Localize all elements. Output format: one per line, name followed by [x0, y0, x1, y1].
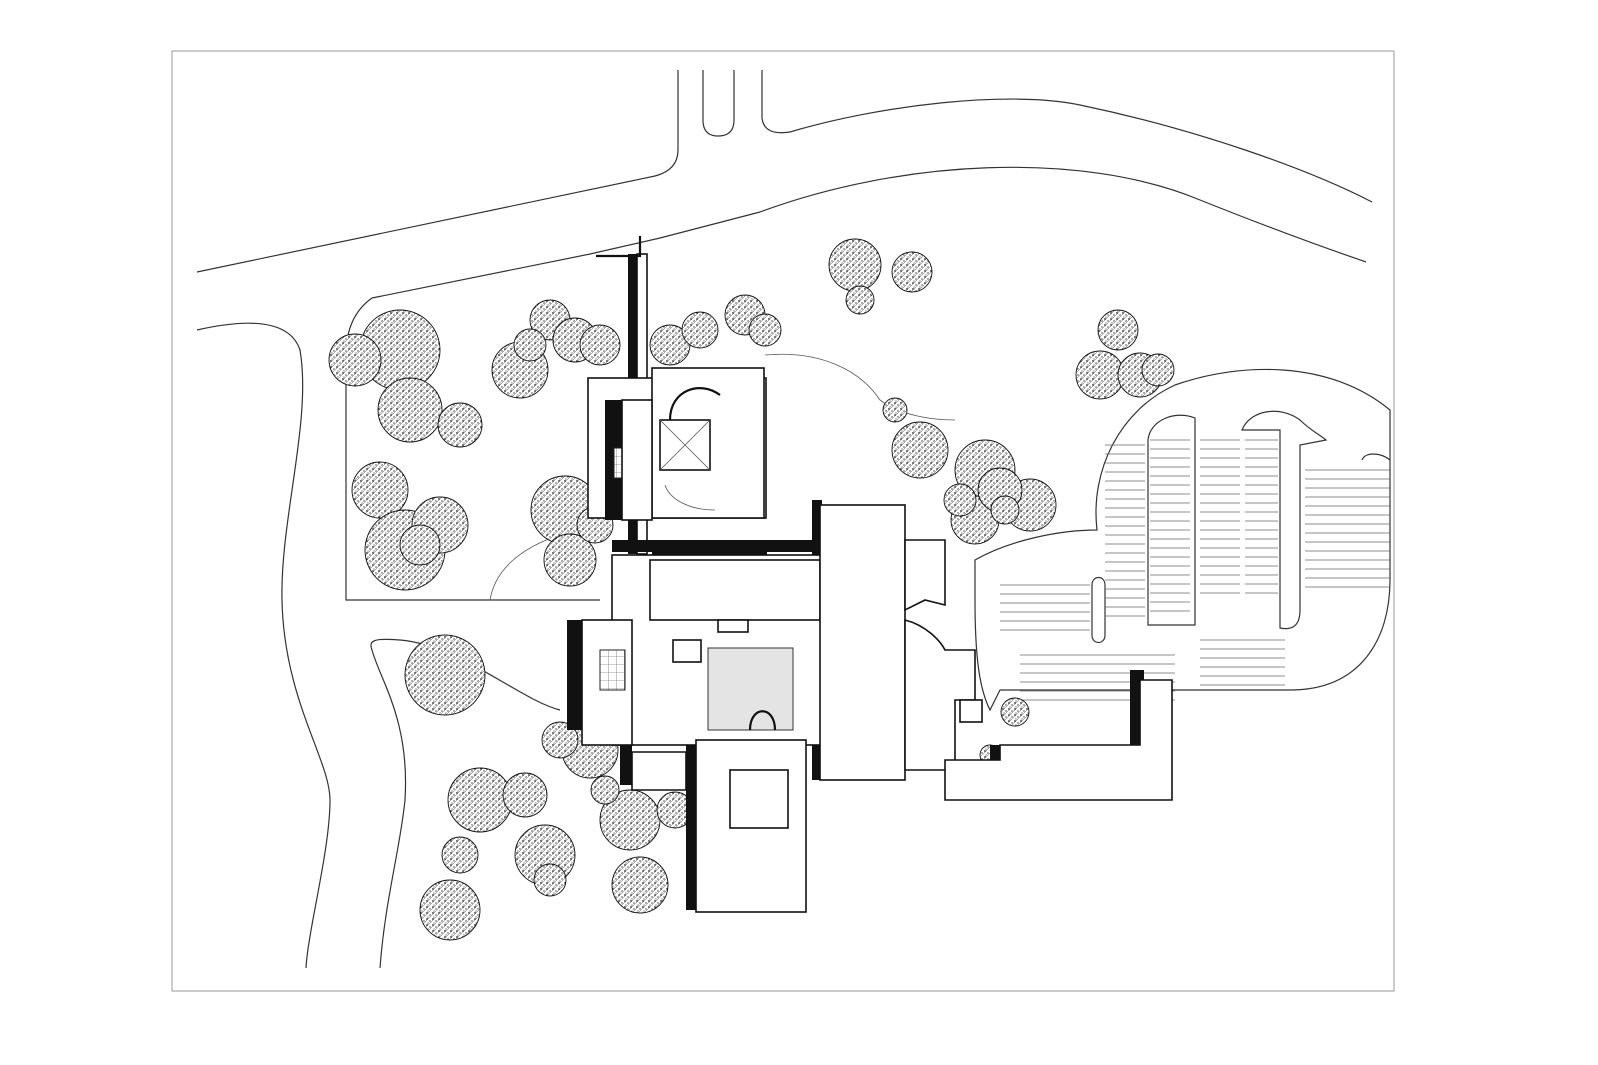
east-link: [904, 618, 976, 771]
tree-canopy: [891, 251, 933, 293]
tree-canopy: [681, 311, 719, 349]
north-pavilion: [587, 367, 767, 556]
tree-canopy: [1075, 350, 1125, 400]
tree-canopy: [447, 767, 513, 833]
tree-canopies: [328, 238, 1175, 941]
tree-canopy: [377, 377, 443, 443]
sheet-border: [171, 50, 1395, 992]
pavilion-roof-diagonals: [659, 419, 711, 471]
sw-corner-shadow: [620, 745, 632, 785]
tree-canopy: [1097, 309, 1139, 351]
tree-canopy: [990, 495, 1020, 525]
southeast-annex: [944, 679, 1173, 801]
main-building: [581, 504, 1173, 913]
tree-canopy: [437, 402, 483, 448]
pavilion-west-wing: [621, 399, 653, 521]
gatehouse: [959, 699, 983, 723]
tree-canopy: [748, 313, 782, 347]
road-north-edge: [196, 70, 679, 273]
parking-island-2: [1241, 410, 1328, 630]
tree-canopy: [328, 333, 382, 387]
southwest-room: [631, 751, 687, 791]
parking-island-4: [1091, 576, 1106, 644]
main-block-shadow: [612, 540, 827, 552]
tree-canopy: [404, 634, 486, 716]
parking-island-3: [1361, 453, 1391, 461]
east-wing: [819, 504, 906, 781]
tree-canopy: [891, 421, 949, 479]
inner-room-2: [717, 619, 749, 633]
road-north-right-edge: [761, 70, 1373, 203]
road-network: [196, 70, 1373, 969]
parking-stalls: [1000, 439, 1390, 701]
tree-canopy: [533, 863, 567, 897]
tree-canopy: [541, 721, 579, 759]
pavilion-dome: [668, 387, 721, 421]
tree-canopy: [543, 533, 597, 587]
north-bar: [649, 559, 821, 621]
west-wing-grid: [599, 649, 626, 691]
road-stub-left: [702, 70, 735, 137]
tree-canopy: [1000, 697, 1030, 727]
tree-canopy: [828, 238, 882, 292]
tree-canopy: [441, 836, 479, 874]
tree-canopy: [845, 285, 875, 315]
tree-canopy: [502, 772, 548, 818]
tree-canopy: [611, 856, 669, 914]
tree-canopy: [1141, 353, 1175, 387]
south-block-shadow: [686, 735, 696, 910]
tree-canopy: [579, 324, 621, 366]
tree-canopy: [513, 328, 547, 362]
garden-path-east: [764, 353, 956, 421]
east-annex: [904, 539, 946, 612]
parking-outline: [974, 368, 1391, 712]
south-block-roof: [729, 769, 789, 829]
road-drive-edge: [371, 166, 1367, 299]
inner-room-1: [672, 639, 702, 663]
tree-canopy: [399, 524, 441, 566]
spine-gate: [596, 236, 642, 258]
tree-canopy: [882, 397, 908, 423]
pavilion-stair: [664, 484, 716, 511]
parking-lot: [974, 368, 1391, 712]
court-arch: [748, 710, 777, 731]
parking-island-1: [1147, 414, 1196, 626]
tree-canopy: [943, 483, 977, 517]
tree-canopy: [419, 879, 481, 941]
road-south-edge: [196, 322, 331, 969]
central-court: [707, 647, 794, 731]
tree-canopy: [590, 775, 620, 805]
tree-canopy: [351, 461, 409, 519]
